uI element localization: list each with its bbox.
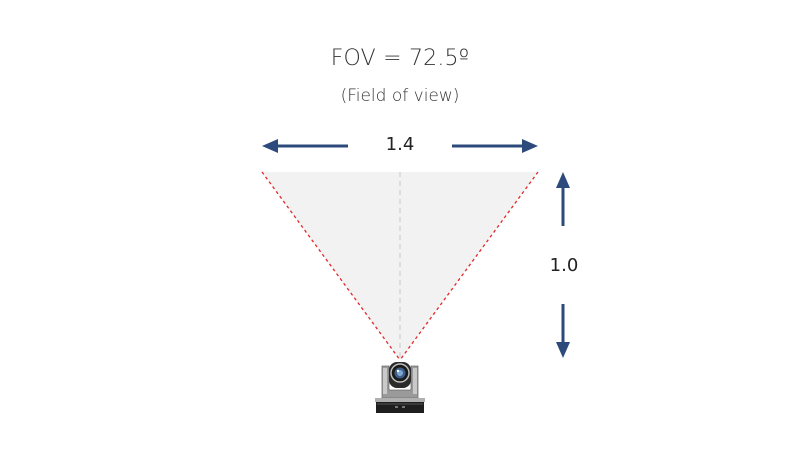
fov-title: FOV = 72.5º [330, 46, 470, 71]
height-label: 1.0 [549, 255, 579, 276]
arrow-left-icon [262, 139, 348, 153]
arrow-up-icon [556, 172, 570, 226]
fov-subtitle: (Field of view) [340, 86, 460, 106]
fov-edge-left [261, 171, 401, 361]
fov-edge-right [399, 171, 539, 361]
arrow-right-icon [452, 139, 538, 153]
width-label: 1.4 [385, 134, 415, 155]
ptz-camera-icon [375, 362, 425, 413]
arrow-down-icon [556, 304, 570, 358]
